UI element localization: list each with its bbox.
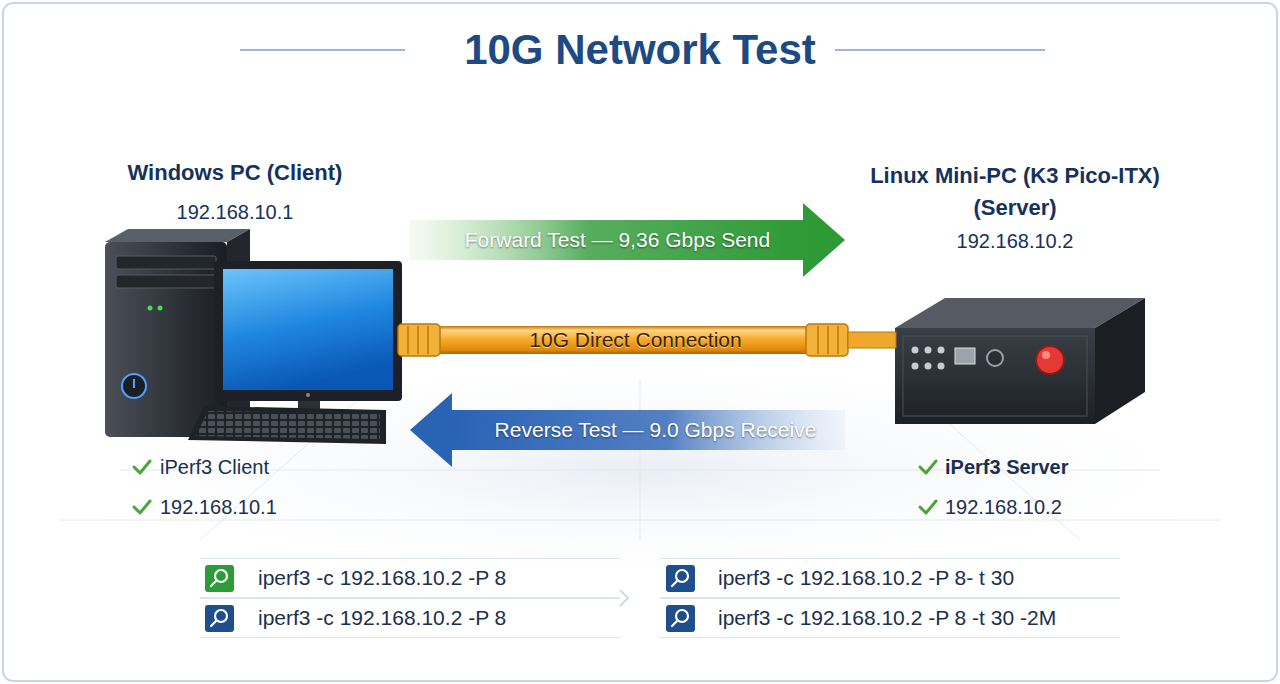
cable-plugs — [398, 324, 896, 356]
keyboard-illustration — [188, 406, 386, 444]
arrow-connector — [452, 410, 845, 450]
command-box: iperf3 -c 192.168.10.2 -P 8 — [200, 558, 620, 598]
arrow-connector — [410, 220, 803, 260]
ip-address: 192.168.10.2 — [845, 228, 1185, 254]
connector-label: Reverse Test — 9.0 Gbps Receive — [495, 417, 817, 443]
connector-group — [410, 240, 845, 430]
monitor-illustration — [214, 261, 402, 423]
diagram-title: 10G Network Test — [0, 24, 1280, 76]
device-node: Linux Mini-PC (K3 Pico-ITX) (Server) 192.… — [845, 160, 1185, 430]
command-box: iperf3 -c 192.168.10.2 -P 8- t 30 — [660, 558, 1120, 598]
command-text: iperf3 -c 192.168.10.2 -P 8 -t 30 -2M — [718, 605, 1056, 631]
mini-pc-illustration — [895, 298, 1145, 424]
title-rule — [240, 49, 405, 51]
command-box: iperf3 -c 192.168.10.2 -P 8 — [200, 598, 620, 638]
connector-label: 10G Direct Connection — [529, 327, 741, 353]
ip-label: 192.168.10.2 — [945, 494, 1062, 520]
cable-connector — [410, 326, 845, 354]
command-text: iperf3 -c 192.168.10.2 -P 8 — [258, 565, 506, 591]
command-box: iperf3 -c 192.168.10.2 -P 8 -t 30 -2M — [660, 598, 1120, 638]
title-rule — [835, 49, 1045, 51]
ip-address: 192.168.10.1 — [95, 199, 375, 225]
role-label: iPerf3 Server — [945, 454, 1068, 480]
connector-label: Forward Test — 9,36 Gbps Send — [465, 227, 770, 253]
ip-label: 192.168.10.1 — [160, 494, 277, 520]
command-text: iperf3 -c 192.168.10.2 -P 8- t 30 — [718, 565, 1014, 591]
page-frame — [3, 3, 1277, 681]
command-text: iperf3 -c 192.168.10.2 -P 8 — [258, 605, 506, 631]
device-heading: Linux Mini-PC (K3 Pico-ITX) (Server) — [845, 160, 1185, 224]
device-heading: Windows PC (Client) — [95, 160, 375, 186]
device-node: Windows PC (Client) 192.168.10.1 — [95, 160, 410, 455]
column-chevron — [620, 590, 628, 606]
role-label: iPerf3 Client — [160, 454, 269, 480]
